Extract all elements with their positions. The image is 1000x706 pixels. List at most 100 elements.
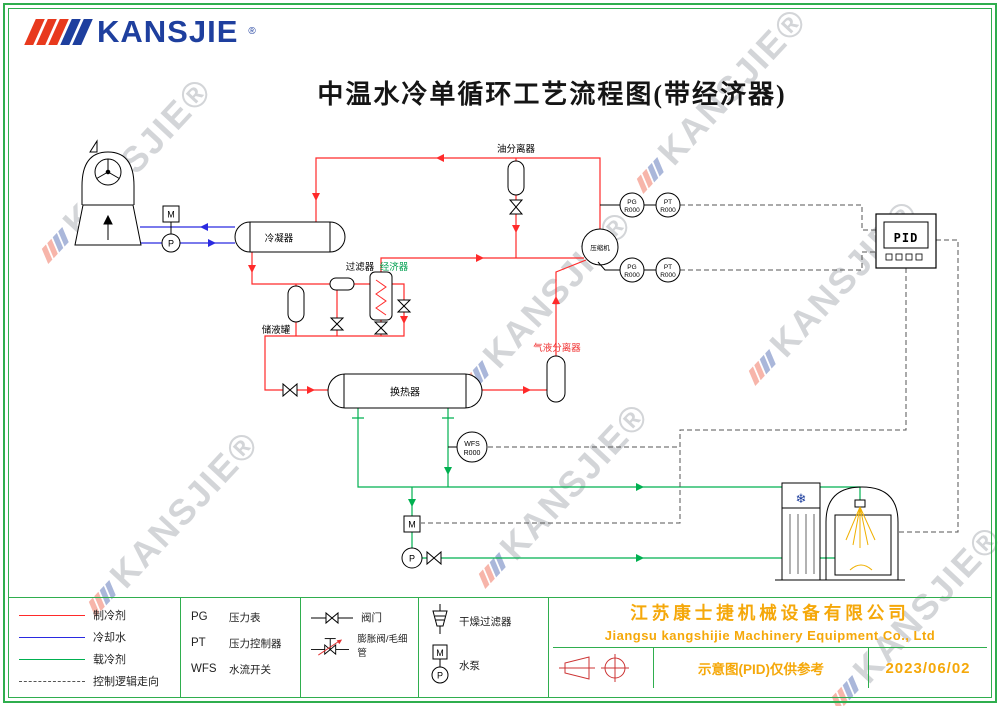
water-pump-icon: M P (431, 644, 449, 684)
cooling-water-line-sample (19, 636, 85, 638)
title-block-bottom: 示意图(PID)仅供参考 2023/06/02 (553, 647, 987, 688)
economizer: 经济器 (369, 261, 409, 321)
legend: 制冷剂 冷却水 载冷剂 控制逻辑走向 PG 压力表 PT 压力控制器 (9, 597, 991, 697)
legend-expansion-valve: 膨胀阀/毛细管 (311, 631, 412, 659)
gauge-pt-discharge: PT R000 (655, 192, 681, 218)
economizer-feed-valve (373, 321, 389, 335)
cooling-tower (74, 139, 142, 246)
motor-box (403, 515, 421, 533)
compressor-label: 压缩机 (590, 243, 610, 252)
pump-circle (161, 233, 181, 253)
cooling-water-pump: M P (161, 205, 181, 253)
projection-icon (559, 654, 629, 682)
oil-separator-label: 油分离器 (497, 143, 536, 155)
control-lines (421, 204, 959, 533)
drawing-note: 示意图(PID)仅供参考 (653, 648, 869, 688)
dryer-filter-icon (432, 604, 448, 634)
spray-nozzle (854, 499, 866, 508)
company-name-cn: 江苏康士捷机械设备有限公司 (630, 603, 910, 623)
wfs-switch: WFS R000 (448, 431, 488, 463)
legend-abbrev-wfs: WFS 水流开关 (191, 663, 271, 676)
oil-separator-valve (508, 199, 524, 215)
spray-tank (834, 514, 892, 576)
svg-text:R000: R000 (464, 450, 481, 457)
receiver: 储液罐 (262, 285, 305, 336)
legend-valve-symbols: 阀门 膨胀阀/毛细管 (301, 598, 419, 697)
pump-label: P (409, 554, 415, 564)
cooling-water-lines (140, 226, 235, 244)
company-name-en: Jiangsu kangshijie Machinery Equipment C… (604, 628, 936, 643)
chiller-unit: ❄ (775, 482, 905, 581)
refrigerant-arrows (248, 154, 560, 394)
receiver-label: 储液罐 (262, 324, 291, 336)
projection-symbol (553, 648, 653, 688)
svg-text:WFS: WFS (464, 441, 480, 448)
svg-text:R000: R000 (624, 272, 640, 279)
filter: 过滤器 (329, 261, 375, 291)
svg-text:P: P (437, 671, 443, 681)
pump-label: P (168, 239, 174, 249)
legend-equipment-symbols: 干燥过滤器 M P 水泵 (419, 598, 549, 697)
cooling-water-arrows (200, 223, 216, 247)
gas-liquid-separator-label: 气液分离器 (533, 342, 581, 354)
svg-text:R000: R000 (624, 207, 640, 214)
spray-chamber (825, 486, 899, 580)
title-block: 江苏康士捷机械设备有限公司 Jiangsu kangshijie Machine… (549, 598, 991, 697)
svg-text:M: M (436, 648, 444, 658)
gauge-pg-discharge: PG R000 (619, 192, 645, 218)
filter-line-valve (329, 317, 345, 331)
spray-lines (845, 506, 876, 571)
registered-mark: ® (248, 26, 256, 37)
legend-flow-lines: 制冷剂 冷却水 载冷剂 控制逻辑走向 (9, 598, 181, 697)
valve-icon (311, 611, 353, 624)
legend-abbrev-pg: PG 压力表 (191, 611, 261, 624)
brine-line-valve (426, 550, 442, 566)
brand-logo: KANSJIE ® (24, 14, 256, 49)
legend-abbrev-pt: PT 压力控制器 (191, 637, 282, 650)
legend-dryer-filter: 干燥过滤器 (429, 604, 542, 638)
brine-pump: M P (401, 515, 423, 569)
expansion-valve (396, 299, 412, 313)
instrument-stubs (597, 204, 656, 271)
gauge-pt-suction: PT R000 (655, 257, 681, 283)
valves (282, 199, 524, 566)
legend-control-logic: 控制逻辑走向 (19, 670, 174, 692)
svg-text:PT: PT (664, 199, 672, 206)
svg-text:R000: R000 (660, 272, 676, 279)
control-line-sample (19, 680, 85, 682)
legend-cooling-water: 冷却水 (19, 626, 174, 648)
economizer-label: 经济器 (380, 261, 409, 273)
expansion-valve-icon (311, 638, 350, 656)
pid-controller: PID (875, 213, 937, 269)
legend-valve: 阀门 (311, 610, 412, 625)
drawing-date: 2023/06/02 (885, 659, 971, 677)
pump-circle (401, 547, 423, 569)
coolant-arrows (408, 467, 644, 562)
filter-label: 过滤器 (346, 261, 375, 273)
gas-liquid-separator: 气液分离器 (533, 342, 581, 403)
compressor: 压缩机 (581, 228, 619, 266)
svg-text:PG: PG (627, 264, 636, 271)
svg-text:PG: PG (627, 199, 636, 206)
heat-exchanger: 换热器 (327, 373, 483, 409)
legend-abbreviations: PG 压力表 PT 压力控制器 WFS 水流开关 (181, 598, 301, 697)
logo-text: KANSJIE (97, 14, 239, 49)
legend-water-pump: M P 水泵 (429, 644, 542, 686)
legend-coolant: 载冷剂 (19, 648, 174, 670)
refrigerant-lines (251, 157, 601, 391)
page-title: 中温水冷单循环工艺流程图(带经济器) (317, 80, 787, 109)
oil-separator: 油分离器 (497, 143, 536, 196)
motor-label: M (408, 520, 416, 530)
gauge-pg-suction: PG R000 (619, 257, 645, 283)
heat-exchanger-label: 换热器 (390, 386, 420, 399)
motor-label: M (167, 210, 175, 220)
logo-stripes-icon (24, 18, 93, 45)
svg-text:R000: R000 (660, 207, 676, 214)
snowflake-icon: ❄ (796, 491, 807, 506)
pid-label: PID (894, 231, 919, 245)
coolant-line-sample (19, 658, 85, 660)
condenser-label: 冷凝器 (265, 233, 294, 245)
refrigerant-line-sample (19, 614, 85, 616)
